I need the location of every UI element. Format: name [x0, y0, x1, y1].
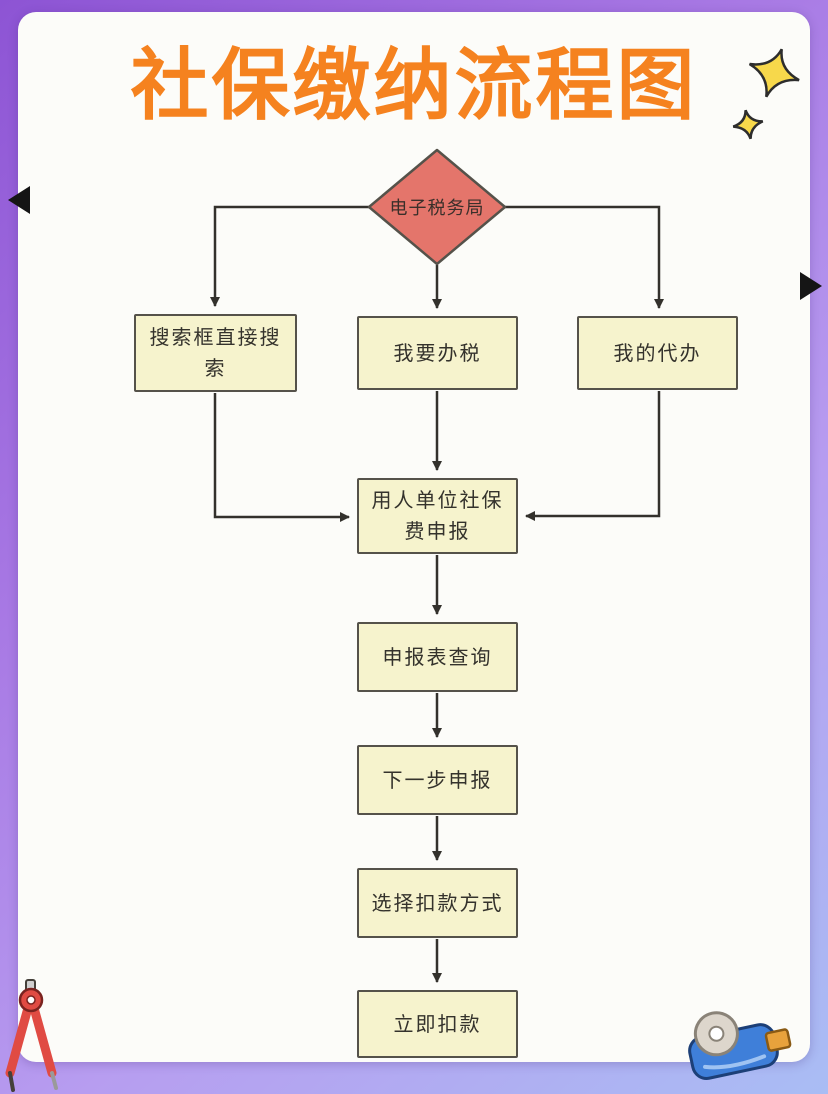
node-branch-search-label: 搜索框直接搜索 — [149, 325, 282, 380]
node-merge-declaration: 用人单位社保费申报 — [357, 478, 518, 554]
node-step-method-label: 选择扣款方式 — [371, 890, 504, 915]
node-branch-agency-label: 我的代办 — [613, 340, 702, 365]
page-title: 社保缴纳流程图 — [130, 41, 698, 131]
triangle-left-icon — [8, 186, 30, 214]
node-branch-search: 搜索框直接搜索 — [134, 314, 297, 392]
node-step-deduct-label: 立即扣款 — [393, 1011, 482, 1036]
triangle-right-icon — [800, 272, 822, 300]
star-icons-group — [732, 48, 800, 140]
star-icon-small — [732, 109, 764, 140]
node-step-query: 申报表查询 — [357, 622, 518, 692]
node-step-method: 选择扣款方式 — [357, 868, 518, 938]
node-branch-tax: 我要办税 — [357, 316, 518, 390]
node-step-next-label: 下一步申报 — [382, 767, 493, 792]
node-branch-agency: 我的代办 — [577, 316, 738, 390]
node-branch-tax-label: 我要办税 — [393, 340, 482, 365]
node-root: 电子税务局 — [369, 150, 505, 264]
node-root-label: 电子税务局 — [389, 198, 485, 219]
star-icon-large — [748, 48, 800, 98]
node-step-deduct: 立即扣款 — [357, 990, 518, 1058]
node-step-next: 下一步申报 — [357, 745, 518, 815]
node-merge-declaration-label: 用人单位社保费申报 — [371, 488, 504, 543]
compass-icon — [5, 979, 58, 1092]
node-step-query-label: 申报表查询 — [382, 644, 493, 669]
tape-dispenser-icon — [688, 1011, 792, 1080]
